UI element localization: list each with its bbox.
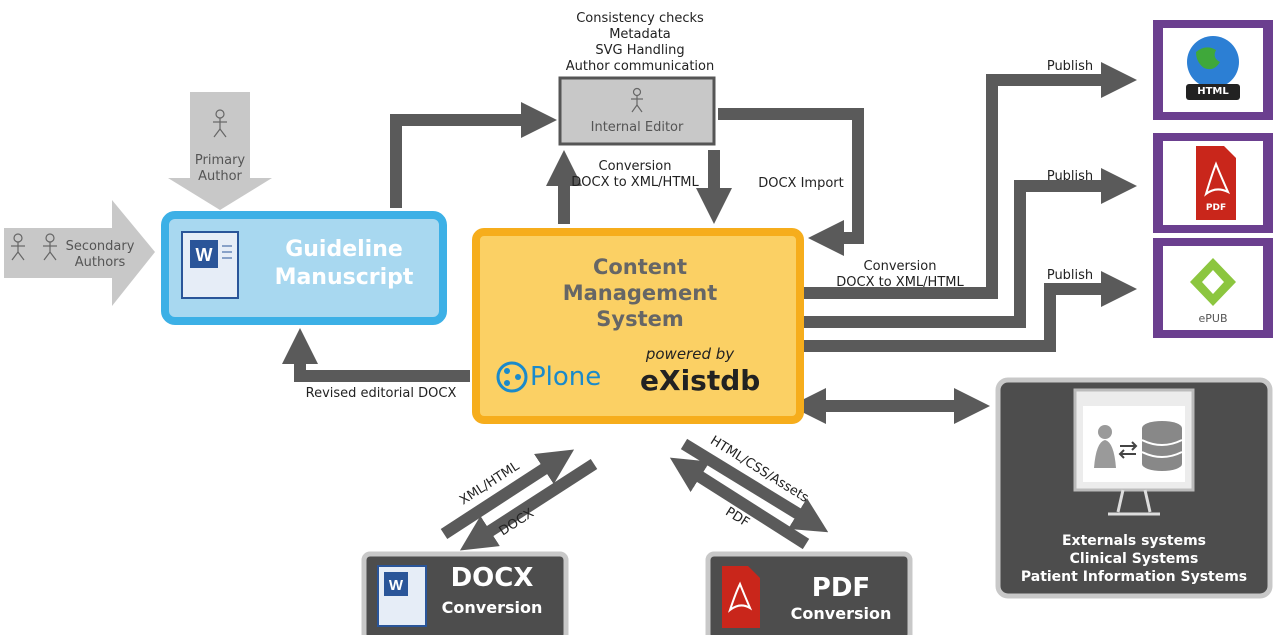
externals-label-3: Patient Information Systems [1020,569,1248,585]
conversion-left-label-2: DOCX to XML/HTML [571,175,699,190]
html-output-label: HTML [1197,86,1229,97]
conversion-right-label-1: Conversion [863,259,937,274]
powered-by-label: powered by [645,345,735,363]
person-icon [213,109,227,138]
existdb-label: eXistdb [640,364,761,397]
pdf-doc-icon [722,566,760,628]
internal-editor-label: Internal Editor [590,120,684,135]
epub-icon [1190,258,1236,306]
docx-arrow [459,458,598,551]
secondary-authors-label-2: Authors [74,255,126,270]
database-icon [1141,421,1183,471]
publish-html-arrow [802,62,1137,299]
plone-label: Plone [530,362,602,392]
epub-output-label: ePUB [1198,312,1228,325]
cms-title-3: System [596,307,684,331]
secondary-authors-label-1: Secondary [65,239,135,254]
primary-author-label-1: Primary [194,153,246,168]
publish-label-2: Publish [1046,169,1094,184]
editor-task-1: Consistency checks [576,11,704,26]
pdf-output-label: PDF [1205,203,1227,213]
primary-author-arrow [168,92,272,210]
manuscript-title-2: Manuscript [274,265,414,290]
publish-label-3: Publish [1046,268,1094,283]
secondary-authors-arrow [4,200,155,306]
cms-title-1: Content [592,255,688,279]
pdf-arrow [669,457,810,550]
externals-label-1: Externals systems [1061,533,1206,549]
person-icon [631,87,643,113]
cms-box [472,228,804,424]
word-docx-icon: W [181,231,239,299]
exchange-arrows-icon [1118,441,1138,459]
manuscript-title-1: Guideline [285,237,403,262]
docx-conversion-subtitle: Conversion [441,598,543,617]
publish-epub-arrow [802,271,1137,352]
manuscript-to-editor-arrow [390,102,557,208]
externals-label-2: Clinical Systems [1069,551,1199,567]
globe-icon [1186,36,1240,100]
plone-logo-icon [496,361,528,393]
editor-task-4: Author communication [565,59,715,74]
editor-task-3: SVG Handling [595,43,685,58]
revised-docx-label: Revised editorial DOCX [305,386,457,401]
publish-label-1: Publish [1046,59,1094,74]
pdf-doc-icon [1196,146,1236,220]
word-docx-icon: W [377,565,427,627]
editor-task-2: Metadata [609,27,671,42]
person-icon [11,233,57,261]
svg-text:W: W [389,577,404,594]
primary-author-label-2: Author [198,169,242,184]
svg-text:W: W [196,245,213,265]
pdf-conversion-subtitle: Conversion [790,604,892,623]
docx-import-arrow [718,108,864,256]
publish-pdf-arrow [802,168,1137,328]
conversion-right-label-2: DOCX to XML/HTML [836,275,964,290]
revised-docx-arrow [282,328,470,382]
person-icon [1094,425,1116,468]
docx-conversion-title: DOCX [450,563,534,593]
cms-title-2: Management [562,281,718,305]
pdf-conversion-title: PDF [811,573,871,603]
docx-import-label: DOCX Import [758,176,844,191]
conversion-left-label-1: Conversion [598,159,672,174]
